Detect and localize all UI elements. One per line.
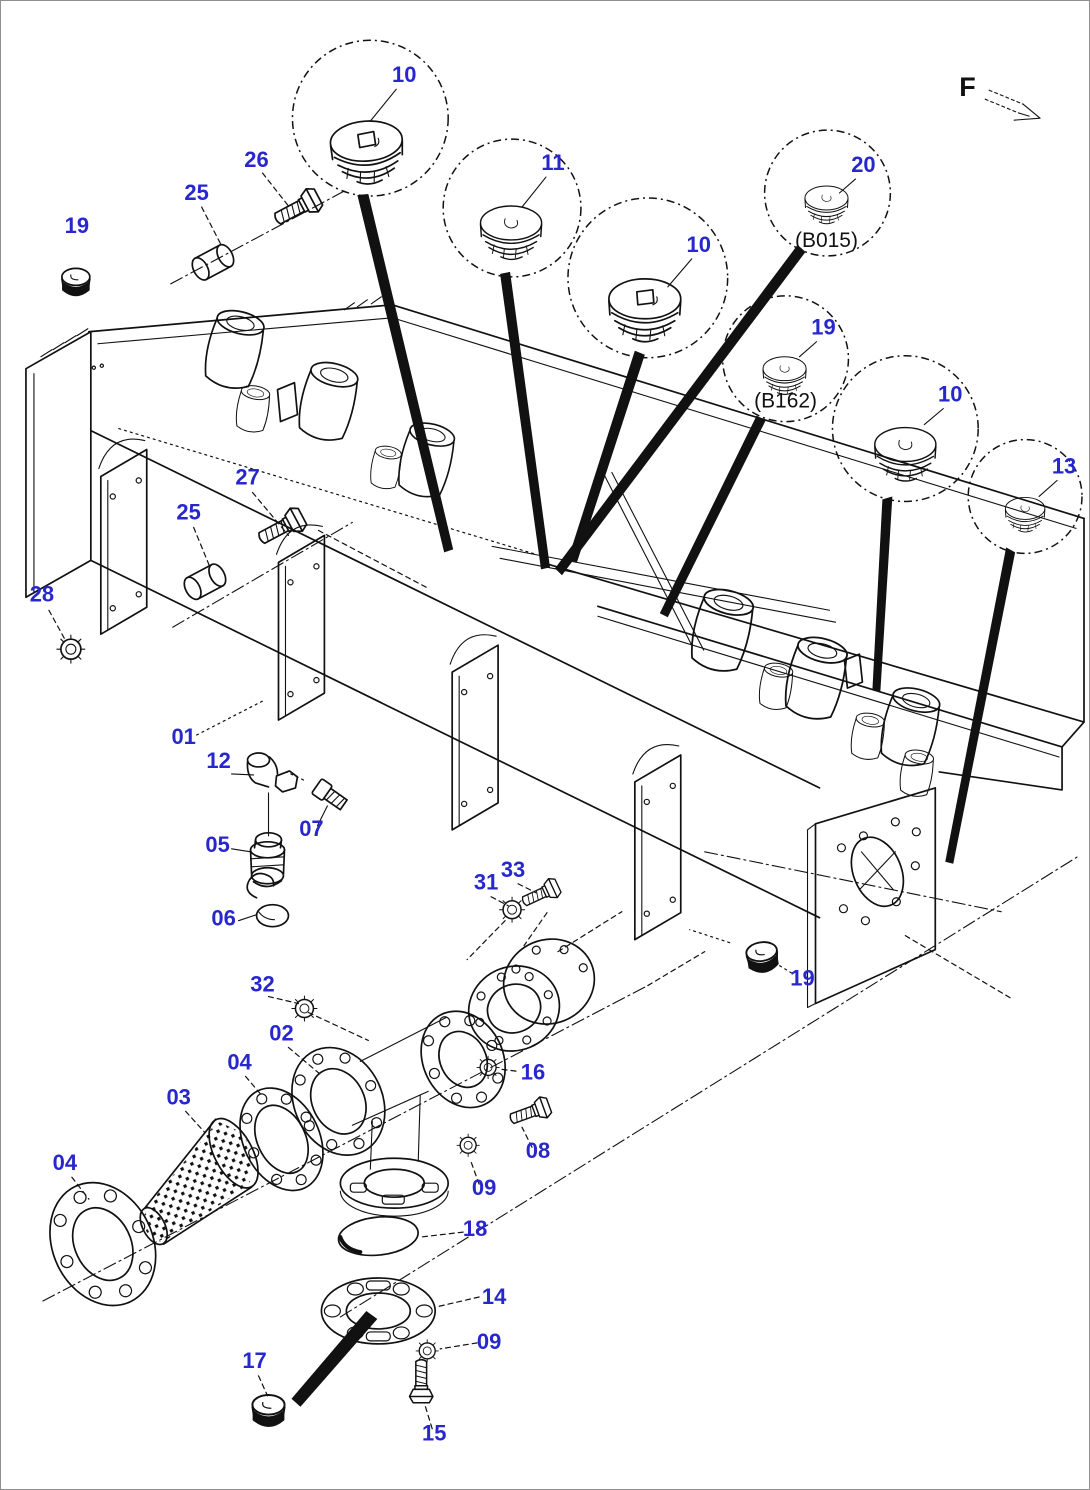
- callout-10-5[interactable]: 10: [687, 232, 711, 257]
- callout-31-18[interactable]: 31: [474, 870, 498, 895]
- callout-18-28[interactable]: 18: [463, 1216, 487, 1241]
- flange-cover: [467, 938, 596, 1052]
- callout-04-24[interactable]: 04: [53, 1150, 78, 1175]
- detail-circles: [291, 39, 1083, 555]
- leader-arrows: [291, 194, 1016, 1407]
- strainer-03: [139, 1117, 259, 1246]
- callout-02-21[interactable]: 02: [269, 1020, 293, 1045]
- breather-05: [249, 831, 286, 888]
- nut-31: [498, 896, 526, 924]
- reference-label-0: (B015): [795, 229, 858, 252]
- callout-25-4[interactable]: 25: [184, 180, 208, 205]
- reference-label-1: (B162): [754, 390, 817, 413]
- plug-17: [251, 1394, 286, 1427]
- callout-13-9[interactable]: 13: [1052, 453, 1076, 478]
- callout-19-7[interactable]: 19: [811, 315, 835, 340]
- bolt-26: [269, 184, 326, 232]
- plug-19-right: [744, 939, 781, 975]
- elbow-12: [246, 752, 299, 793]
- callout-27-10[interactable]: 27: [235, 464, 259, 489]
- callout-07-16[interactable]: 07: [299, 816, 323, 841]
- callout-26-1[interactable]: 26: [244, 147, 268, 172]
- fitting-07: [311, 778, 348, 811]
- callout-layer: 10 26 11 19 25 10 20 19 10 13 27 25 28 01 12 05 07 06 3133…: [30, 62, 1077, 1446]
- callout-08-26[interactable]: 08: [526, 1138, 550, 1163]
- breather-assembly: [246, 752, 348, 928]
- tank-frame: [25, 296, 1085, 919]
- callout-11-2[interactable]: 11: [541, 150, 564, 175]
- flange-14: [320, 1277, 437, 1345]
- reference-label-layer: (B015) (B162): [754, 229, 858, 413]
- bolt-33: [518, 875, 564, 913]
- callout-32-20[interactable]: 32: [250, 972, 274, 997]
- plug-10-detail: [608, 278, 682, 343]
- callout-09-30[interactable]: 09: [477, 1329, 501, 1354]
- callout-16-25[interactable]: 16: [521, 1059, 545, 1084]
- clamp-06: [246, 872, 290, 928]
- callout-25-11[interactable]: 25: [176, 499, 200, 524]
- label-leaders: [48, 172, 537, 1430]
- callout-33-19[interactable]: 33: [501, 857, 525, 882]
- callout-20-6[interactable]: 20: [851, 152, 875, 177]
- callout-10-8[interactable]: 10: [938, 382, 962, 407]
- suction-line-assembly: [42, 855, 1080, 1427]
- right-end-plate: [704, 787, 1014, 1009]
- callout-05-15[interactable]: 05: [205, 832, 229, 857]
- nut-32: [291, 995, 318, 1022]
- callout-14-29[interactable]: 14: [482, 1284, 507, 1309]
- nut-09b: [415, 1339, 440, 1363]
- callout-04-22[interactable]: 04: [227, 1049, 252, 1074]
- plug-10-detail: [328, 117, 407, 188]
- callout-09-27[interactable]: 09: [472, 1175, 496, 1200]
- nut-09: [456, 1133, 480, 1158]
- ring-18: [337, 1215, 419, 1257]
- callout-28-12[interactable]: 28: [30, 581, 54, 606]
- bolt-15: [408, 1358, 434, 1404]
- callout-12-14[interactable]: 12: [206, 748, 230, 773]
- view-direction-marker: F: [959, 72, 1041, 121]
- bushing-25: [187, 241, 238, 284]
- callout-03-23[interactable]: 03: [166, 1084, 190, 1109]
- callout-17-31[interactable]: 17: [242, 1348, 266, 1373]
- callout-19-33[interactable]: 19: [790, 966, 814, 991]
- plug-10-detail: [874, 426, 937, 482]
- plug-13-detail: [1004, 496, 1046, 533]
- callout-15-32[interactable]: 15: [422, 1421, 446, 1446]
- bolt-08: [506, 1094, 554, 1131]
- callout-01-13[interactable]: 01: [171, 724, 195, 749]
- callout-19-3[interactable]: 19: [65, 213, 89, 238]
- view-direction-label: F: [959, 72, 975, 102]
- flange-04-left: [49, 1181, 157, 1307]
- bushing-25b: [180, 560, 230, 603]
- hardware-upper-left: [56, 184, 429, 664]
- callout-06-17[interactable]: 06: [211, 906, 235, 931]
- nut-28: [56, 634, 86, 664]
- plug-19: [61, 267, 91, 297]
- callout-10-0[interactable]: 10: [392, 62, 416, 87]
- plug-11-detail: [479, 205, 543, 261]
